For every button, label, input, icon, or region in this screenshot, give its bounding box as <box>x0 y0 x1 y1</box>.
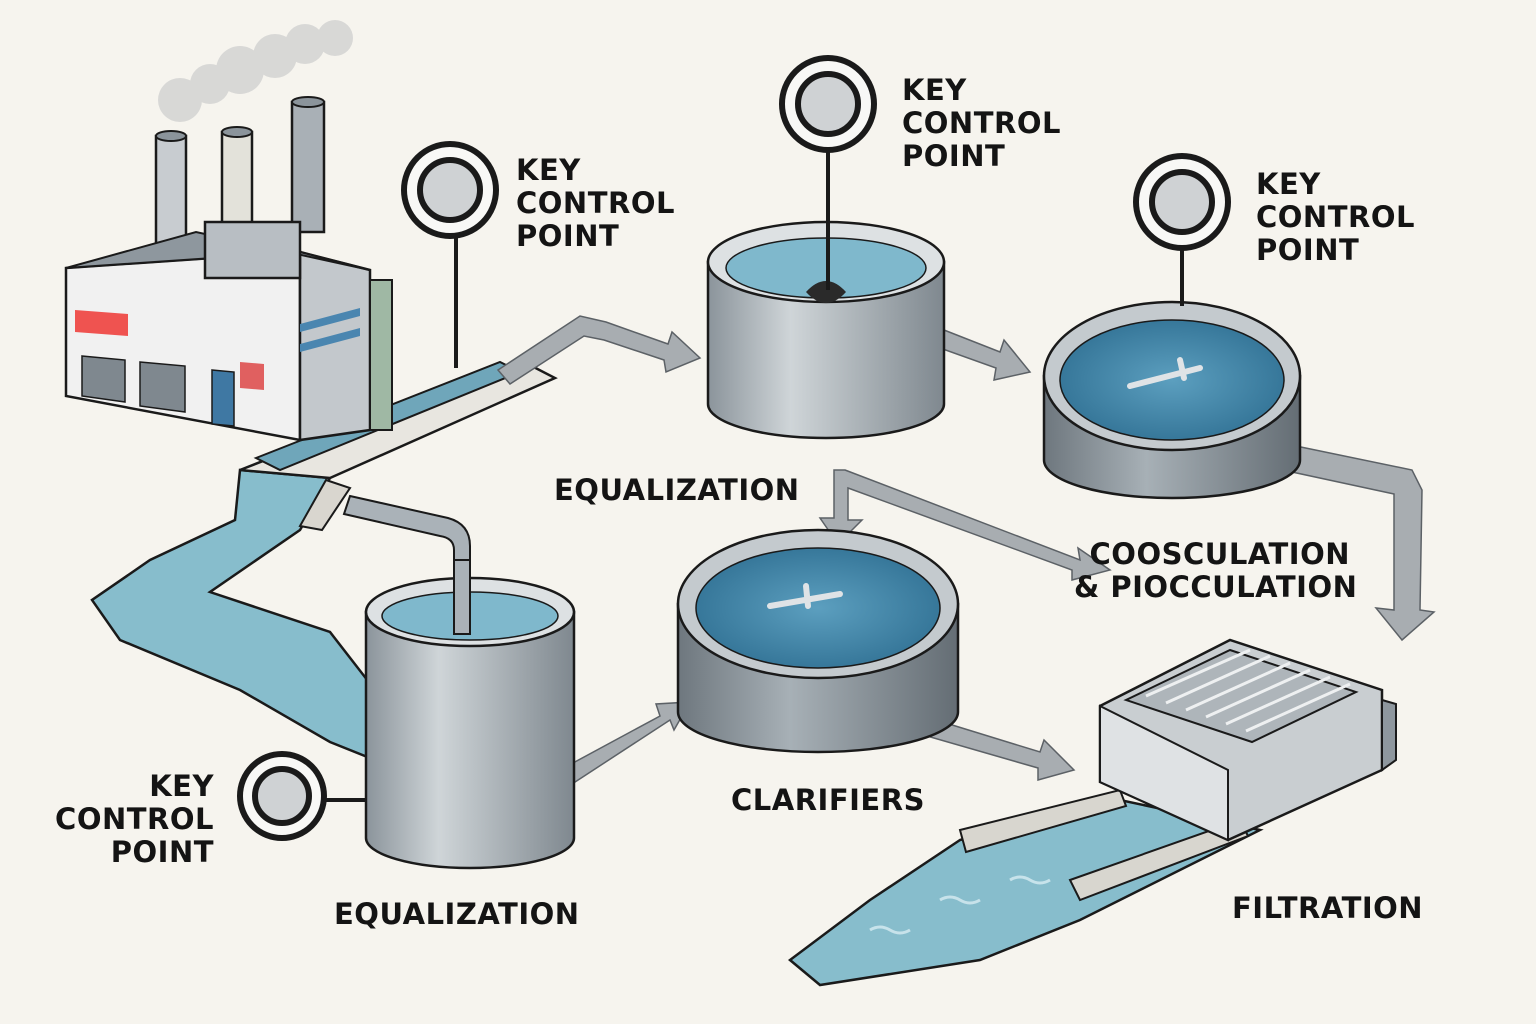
tank-equalization-bottom <box>364 559 576 870</box>
control-markers <box>237 55 1231 841</box>
stage-label-equalization-top: EQUALIZATION <box>554 473 800 507</box>
control-point-marker <box>237 751 366 841</box>
flow-arrows <box>496 315 1436 785</box>
stage-label-coagulation: COOSCULATION & PIOCCULATION <box>1074 537 1358 604</box>
tank-clarifier <box>676 528 960 754</box>
flow-arrow <box>1291 445 1436 642</box>
stage-label-filtration: FILTRATION <box>1232 891 1424 925</box>
flow-arrow <box>558 701 692 785</box>
stage-label-clarifiers: CLARIFIERS <box>731 783 925 817</box>
flow-arrow <box>818 469 1112 581</box>
flow-arrow <box>939 328 1032 381</box>
control-point-label: KEY CONTROL POINT <box>1256 167 1415 267</box>
smoke <box>158 20 353 122</box>
flow-arrow <box>496 315 702 385</box>
control-point-marker <box>1133 153 1231 306</box>
control-point-label: KEY CONTROL POINT <box>902 73 1061 173</box>
output-channel <box>787 788 1264 987</box>
control-point-marker <box>401 141 499 368</box>
factory <box>64 20 393 442</box>
filtration-unit <box>1098 638 1397 842</box>
tank-coagulation <box>1042 300 1302 500</box>
control-point-label: KEY CONTROL POINT <box>516 153 675 253</box>
control-point-marker <box>779 55 877 290</box>
stage-label-equalization-bottom: EQUALIZATION <box>334 897 580 931</box>
control-point-label: KEY CONTROL POINT <box>55 769 214 869</box>
